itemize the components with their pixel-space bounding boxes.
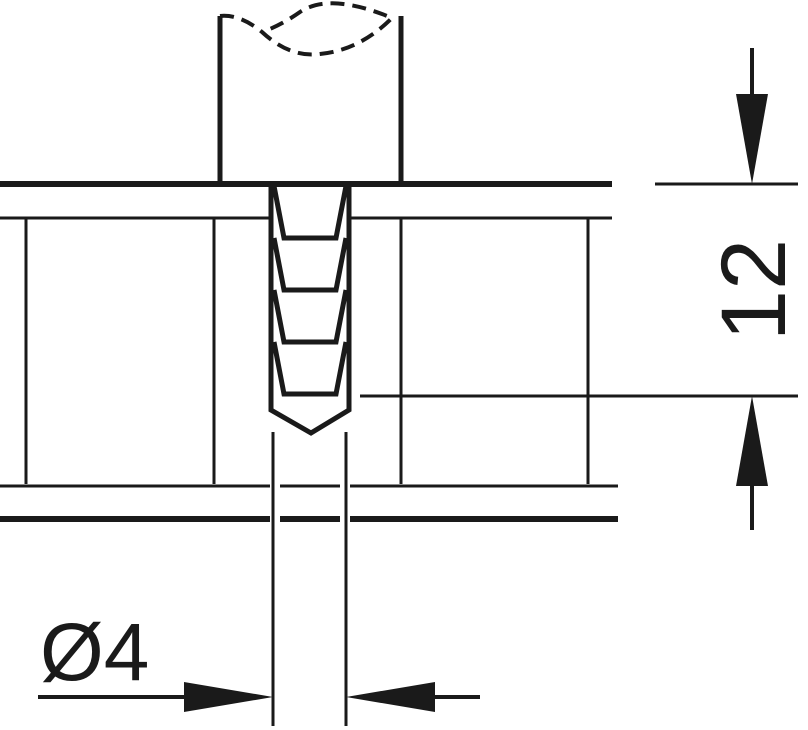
dowel-barb-2 — [271, 237, 349, 293]
shaft-break-line — [219, 1, 396, 57]
depth-arrowhead-top — [736, 94, 768, 184]
dowel-barb-3 — [271, 289, 349, 345]
depth-label: 12 — [703, 239, 805, 341]
dowel-barb-4 — [271, 341, 349, 397]
barbed-dowel — [268, 184, 352, 436]
diameter-arrowhead-right — [346, 682, 435, 712]
shaft — [217, 1, 404, 184]
dowel-barb-1 — [271, 185, 349, 241]
depth-arrowhead-bottom — [736, 396, 768, 486]
panel — [0, 181, 618, 522]
dowel-outline — [268, 184, 352, 436]
diameter-dimension — [38, 432, 480, 726]
diameter-arrowhead-left — [184, 682, 273, 712]
diameter-label: Ø4 — [40, 607, 149, 698]
